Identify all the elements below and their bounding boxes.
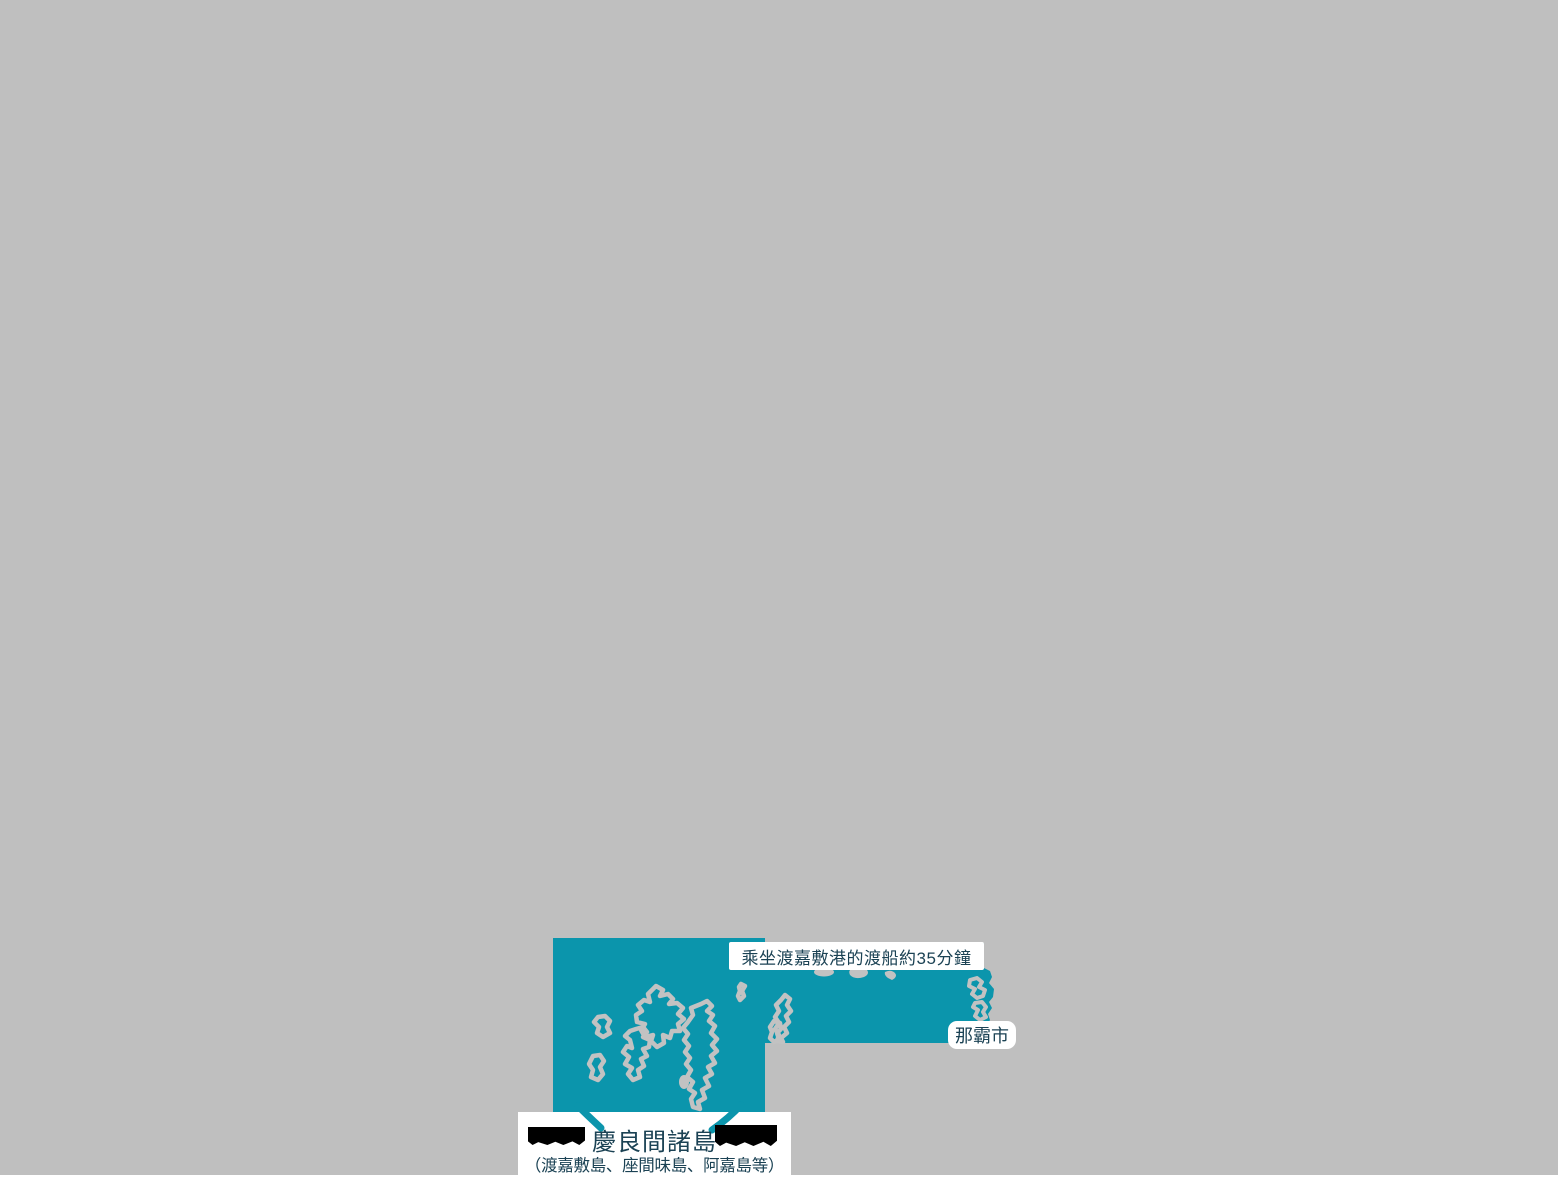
sea-region-okinawa-edge [984, 968, 994, 1038]
callout-stroke-left [574, 1102, 605, 1132]
island-outline-tiny-northeast [735, 981, 748, 1003]
island-outline-channel-chain [772, 992, 794, 1045]
redaction-bar-left [528, 1127, 585, 1145]
kerama-title: 慶良間諸島 [592, 1129, 717, 1156]
kerama-islands-caption: 慶良間諸島 （渡嘉敷島、座間味島、阿嘉島等） [518, 1112, 791, 1191]
island-outline-aka [620, 1024, 653, 1083]
ferry-duration-label: 乘坐渡嘉敷港的渡船約35分鐘 [729, 942, 984, 970]
islet-blob [679, 1075, 689, 1089]
okinawa-coastline-lower [971, 1000, 988, 1022]
callout-stroke-right [708, 1101, 745, 1134]
island-outline-corner-islet [767, 1018, 784, 1045]
islet-chibishi-3 [884, 970, 896, 980]
ferry-duration-text: 乘坐渡嘉敷港的渡船約35分鐘 [741, 948, 972, 968]
okinawa-coastline-upper [967, 976, 987, 1000]
redaction-bar-right [715, 1125, 777, 1146]
kerama-subtitle: （渡嘉敷島、座間味島、阿嘉島等） [524, 1157, 785, 1175]
naha-city-text: 那霸市 [955, 1026, 1009, 1046]
island-outline-tokashiki [680, 998, 720, 1112]
island-outline-small-southwest [586, 1052, 607, 1083]
island-outline-zamami [633, 983, 687, 1050]
island-outline-small-west [591, 1013, 613, 1040]
naha-city-label: 那霸市 [948, 1021, 1016, 1049]
